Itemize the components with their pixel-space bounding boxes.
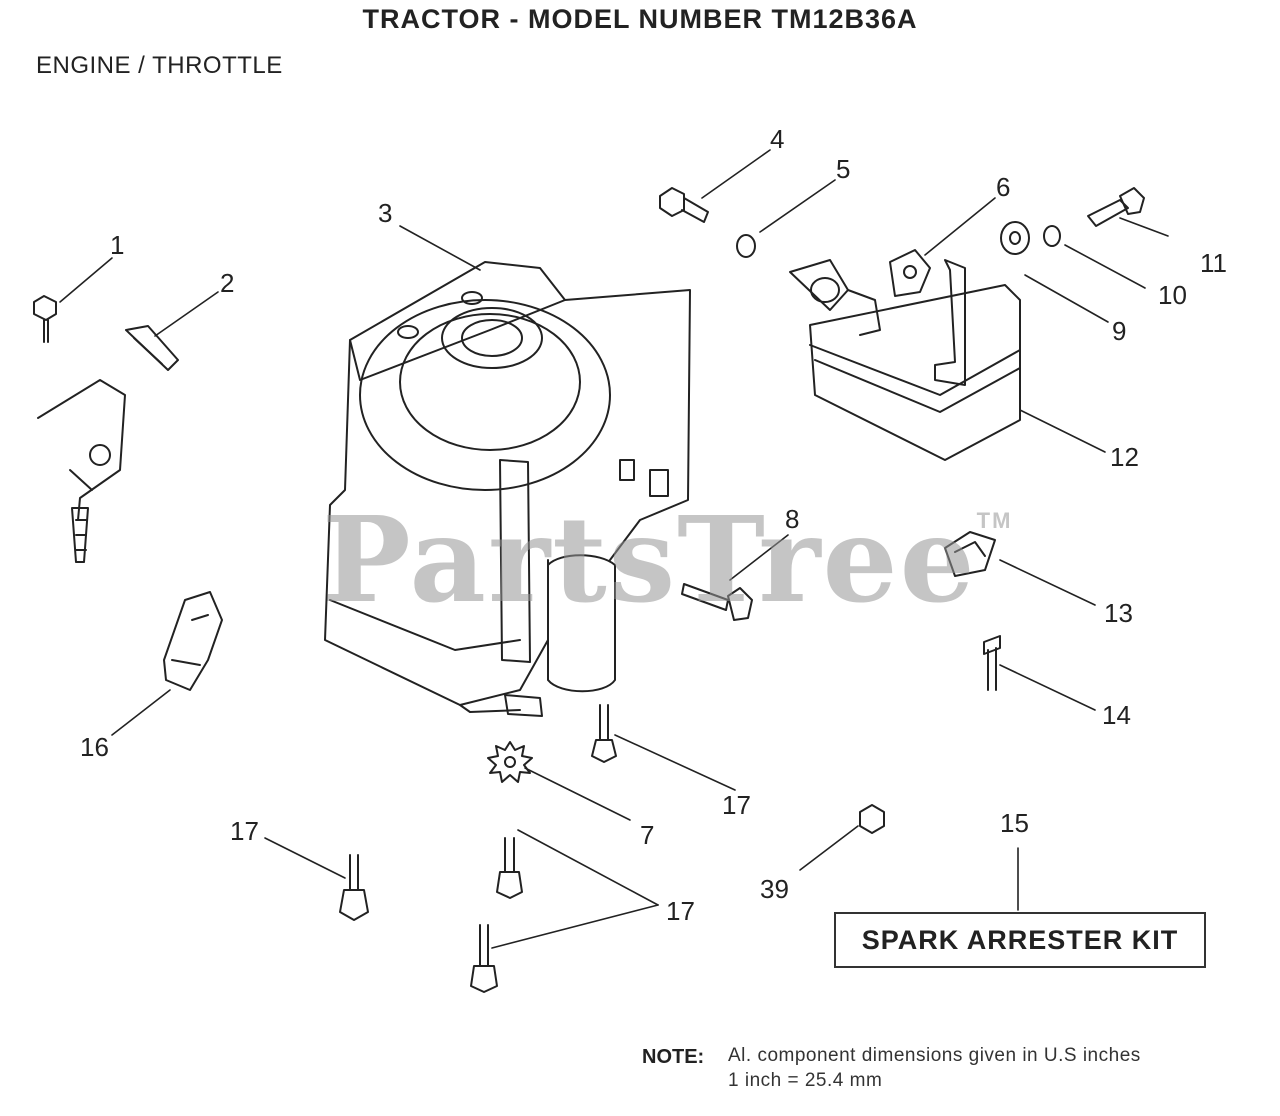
callout-16: 16: [80, 732, 109, 762]
callout-11: 11: [1200, 248, 1227, 278]
page-title: TRACTOR - MODEL NUMBER TM12B36A: [362, 4, 918, 34]
gasket-part-13: [944, 531, 996, 577]
bolt-part-1: [33, 295, 57, 343]
callout-15: 15: [1000, 808, 1029, 838]
bolt-part-17-left: [339, 854, 369, 921]
bolt-part-17-center: [591, 704, 617, 763]
callout-6: 6: [996, 172, 1011, 202]
star-washer-part-7: [487, 741, 533, 783]
note-line-1: Al. component dimensions given in U.S in…: [728, 1045, 1141, 1066]
callout-9: 9: [1112, 316, 1127, 346]
note-line-2: 1 inch = 25.4 mm: [728, 1070, 883, 1091]
bolt-part-8: [681, 583, 753, 621]
leader-lines: [59, 149, 1169, 949]
callout-4: 4: [770, 124, 785, 154]
callout-3: 3: [378, 198, 393, 228]
spark-arrester-kit-label: SPARK ARRESTER KIT: [861, 924, 1179, 955]
callout-17-center: 17: [722, 790, 751, 820]
engine-part-3: [324, 261, 691, 717]
callout-1: 1: [110, 230, 125, 260]
lock-washer-part-10: [1043, 225, 1061, 247]
muffler-part-12: [789, 259, 1021, 461]
washer-part-9: [1000, 221, 1030, 255]
bolt-part-17-upper: [496, 837, 523, 899]
nut-part-39: [859, 804, 885, 834]
bolt-part-17-lower: [470, 924, 498, 993]
callout-13: 13: [1104, 598, 1133, 628]
partstree-watermark: PartsTreeTM: [322, 490, 1013, 629]
bolt-part-4: [659, 187, 709, 223]
callout-14: 14: [1102, 700, 1131, 730]
callout-10: 10: [1158, 280, 1187, 310]
bracket-part-16: [163, 591, 223, 691]
callout-7: 7: [640, 820, 655, 850]
bolt-part-11: [1087, 187, 1145, 227]
callout-39: 39: [760, 874, 789, 904]
callout-2: 2: [220, 268, 235, 298]
note-label: NOTE:: [642, 1046, 705, 1068]
washer-part-5: [736, 234, 756, 258]
callout-17-bottom: 17: [666, 896, 695, 926]
callout-5: 5: [836, 154, 851, 184]
section-subtitle: ENGINE / THROTTLE: [36, 52, 283, 79]
callout-12: 12: [1110, 442, 1139, 472]
gasket-part-6: [889, 249, 931, 297]
spark-arrester-kit-box: SPARK ARRESTER KIT: [834, 912, 1206, 968]
callout-8: 8: [785, 504, 800, 534]
throttle-control-part-2: [37, 325, 179, 563]
callout-17-left: 17: [230, 816, 259, 846]
screw-part-14: [983, 635, 1001, 691]
